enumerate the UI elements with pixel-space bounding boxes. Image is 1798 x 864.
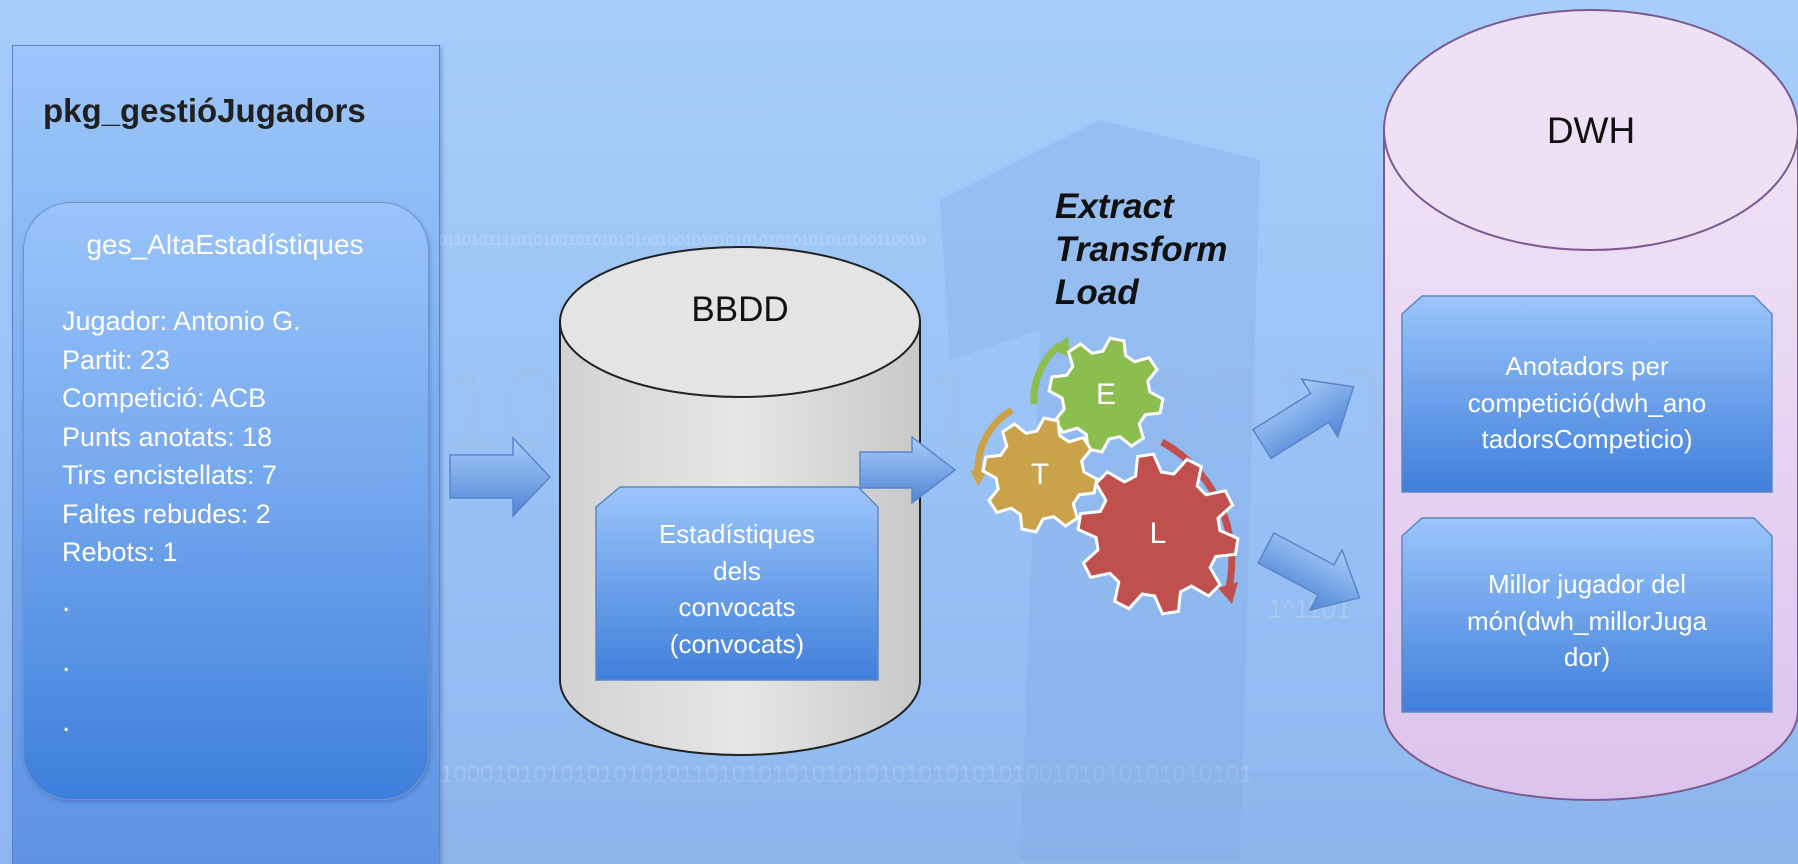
parameter-line: Competició: ACB: [62, 383, 267, 413]
parameter-line: Faltes rebudes: 2: [62, 498, 271, 529]
etl-load: Load: [1055, 273, 1139, 312]
warehouse-label: DWH: [1546, 110, 1636, 151]
table-label-line: Estadístiques: [658, 519, 816, 549]
bottom-glyph-band: [420, 770, 1798, 864]
arrow-to-database: [449, 436, 552, 518]
etl-caption: Extract Transform Load: [1055, 185, 1227, 314]
binary-digits-left: 10: [440, 346, 562, 469]
gear-t-letter: T: [1030, 458, 1050, 491]
table-label-line: Anotadors per: [1505, 351, 1669, 381]
package-title: pkg_gestióJugadors: [43, 92, 366, 129]
gear-l-letter: L: [1149, 517, 1167, 550]
database-table-label: Estadístiques dels convocats (convocats): [596, 516, 878, 662]
cycle-arrow-green-head: [1052, 336, 1070, 357]
procedure-box: [23, 202, 429, 800]
procedure-parameters: Jugador: Antonio G. Partit: 23 Competici…: [62, 302, 301, 572]
cycle-arrow-gold: [974, 406, 1014, 476]
binary-stream-bottom: 1000101010101010101101010101010101010101…: [440, 761, 1252, 788]
parameter-line: Rebots: 1: [62, 537, 178, 567]
table-label-line: competició(dwh_ano: [1467, 387, 1707, 418]
table-label-line: dels: [713, 555, 761, 586]
database-cylinder-top: [559, 246, 921, 398]
arrow-to-etl: [859, 435, 957, 505]
procedure-title: ges_AltaEstadístiques: [86, 229, 364, 260]
database-table-box: [595, 486, 879, 681]
binary-stream-top: 1011010111101010010101010100100101010101…: [430, 232, 925, 249]
warehouse-table-2-label: Millor jugador del món(dwh_millorJuga do…: [1402, 566, 1772, 676]
table-label-line: convocats: [678, 592, 796, 622]
table-label-line: món(dwh_millorJuga: [1467, 605, 1707, 636]
ellipsis-dot: .: [62, 705, 71, 738]
parameter-line: Partit: 23: [62, 344, 171, 375]
table-label-line: tadorsCompeticio): [1481, 424, 1693, 454]
ellipsis-dot: .: [62, 585, 71, 618]
arrow-to-dwh-table-1: [1251, 378, 1355, 460]
gear-e-letter: E: [1095, 378, 1116, 411]
parameter-line: Punts anotats: 18: [62, 421, 273, 452]
gear-l-shape: [1076, 452, 1240, 616]
cycle-arrow-red-head: [1218, 582, 1238, 604]
warehouse-table-box-2: [1401, 517, 1773, 713]
parameter-line: Jugador: Antonio G.: [62, 306, 301, 336]
table-label-line: (convocats): [669, 628, 805, 659]
etl-extract: Extract: [1055, 187, 1174, 226]
etl-gears: [981, 336, 1240, 616]
etl-transform: Transform: [1055, 230, 1228, 269]
gear-t-shape: [981, 416, 1099, 534]
table-label-line: Millor jugador del: [1488, 569, 1686, 599]
parameter-line: Tirs encistellats: 7: [62, 460, 278, 490]
ellipsis-dot: .: [62, 645, 71, 678]
warehouse-cylinder-top: [1383, 9, 1798, 251]
database-label: BBDD: [691, 290, 789, 329]
warehouse-table-1-label: Anotadors per competició(dwh_ano tadorsC…: [1402, 348, 1772, 458]
table-label-line: dor): [1563, 642, 1611, 672]
arrow-to-dwh-table-2: [1257, 531, 1361, 612]
cycle-arrow-gold-head: [970, 470, 988, 486]
gear-e-shape: [1047, 336, 1165, 454]
warehouse-table-box-1: [1401, 295, 1773, 493]
